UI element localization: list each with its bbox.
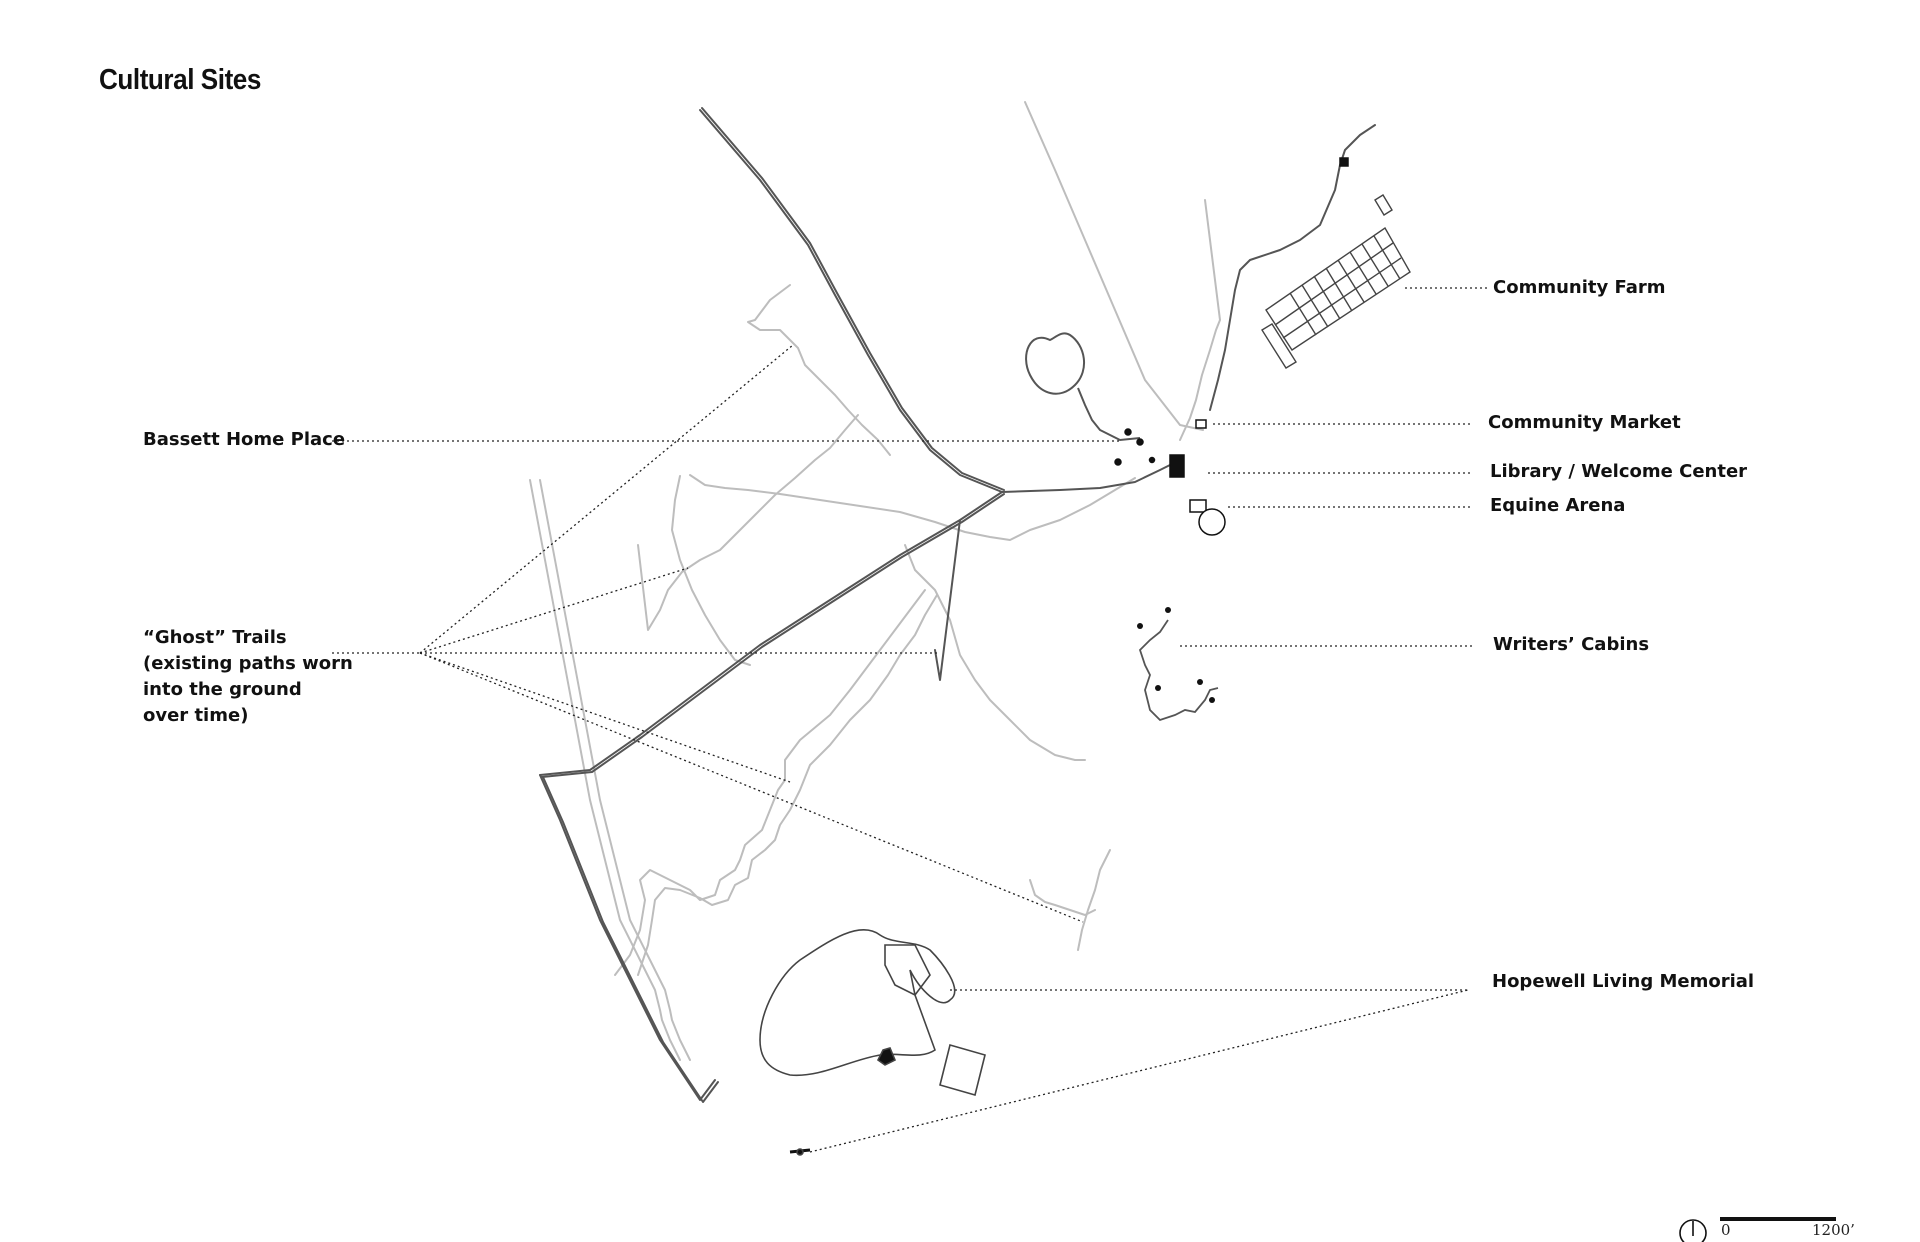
ghost-trail-southeast <box>904 544 1086 761</box>
label-equine-arena: Equine Arena <box>1490 495 1626 516</box>
label-ghost-trails: “Ghost” Trails (existing paths worn into… <box>143 625 353 729</box>
hopewell-memorial-shapes <box>759 929 986 1156</box>
ghost-trail-north-straight <box>1024 101 1204 431</box>
ghost-trail-west-straight-b <box>539 479 691 1061</box>
ghost-trail-west-loop <box>671 475 751 666</box>
road-north-b <box>701 107 1005 491</box>
writers-cabins-path <box>1138 619 1219 722</box>
ghost-trails-line-4: over time) <box>143 705 249 726</box>
pond-north <box>1025 332 1141 442</box>
memorial-horseshoe <box>876 1047 897 1066</box>
north-arrow-icon <box>1679 1219 1707 1242</box>
road-north <box>699 109 1003 493</box>
equine-arena-ring <box>1198 508 1226 536</box>
road-southwest-b <box>541 493 1005 778</box>
memorial-field <box>939 1044 986 1096</box>
ghost-trail-center <box>689 474 1136 541</box>
ghost-trails-line-2: (existing paths worn <box>143 653 353 674</box>
ghost-trail-northeast <box>1179 199 1221 441</box>
road-northeast <box>1209 124 1376 411</box>
farm-building <box>1339 157 1349 167</box>
leader-hopewell-2 <box>809 989 1469 1153</box>
road-south-west <box>539 774 716 1101</box>
community-farm-fields <box>1261 194 1411 369</box>
label-community-farm: Community Farm <box>1493 277 1666 298</box>
leader-ghost-2 <box>419 567 689 654</box>
ghost-trail-east-end <box>1077 849 1111 951</box>
page-title: Cultural Sites <box>99 64 261 96</box>
label-library-welcome-center: Library / Welcome Center <box>1490 461 1748 482</box>
road-southeast-branch <box>934 519 961 681</box>
ghost-trail-west-straight <box>529 479 681 1061</box>
leader-ghost-4 <box>419 652 791 783</box>
leader-ghost-5 <box>419 652 1084 923</box>
leader-lines <box>332 287 1488 1153</box>
road-southwest <box>539 491 1003 776</box>
label-community-market: Community Market <box>1488 412 1681 433</box>
scale-bar <box>1679 1217 1836 1242</box>
scale-end: 1200’ <box>1812 1221 1855 1239</box>
equine-building <box>1189 499 1207 513</box>
scale-start: 0 <box>1721 1221 1731 1239</box>
memorial-inner <box>884 944 931 997</box>
ghost-trail-south-wind <box>614 589 926 976</box>
ghost-trails-line-3: into the ground <box>143 679 302 700</box>
ghost-trails-line-1: “Ghost” Trails <box>143 627 287 648</box>
memorial-boundary <box>759 929 956 1077</box>
writers-cabins-markers <box>1137 607 1215 703</box>
road-south-west-b <box>542 776 719 1103</box>
leader-ghost-1 <box>419 344 794 654</box>
ghost-trail-north <box>747 284 891 456</box>
ghost-trail-far-south <box>1029 879 1096 916</box>
ghost-trails <box>529 101 1221 1061</box>
label-bassett-home-place: Bassett Home Place <box>143 429 346 450</box>
ghost-trail-south-wind-b <box>637 594 938 976</box>
central-buildings <box>1114 157 1349 536</box>
road-east-west <box>1001 459 1181 493</box>
ghost-trail-north-branch <box>637 414 859 631</box>
label-hopewell-living-memorial: Hopewell Living Memorial <box>1492 971 1755 992</box>
label-writers-cabins: Writers’ Cabins <box>1493 634 1650 655</box>
library-building <box>1169 454 1185 478</box>
main-paths <box>539 107 1376 1103</box>
